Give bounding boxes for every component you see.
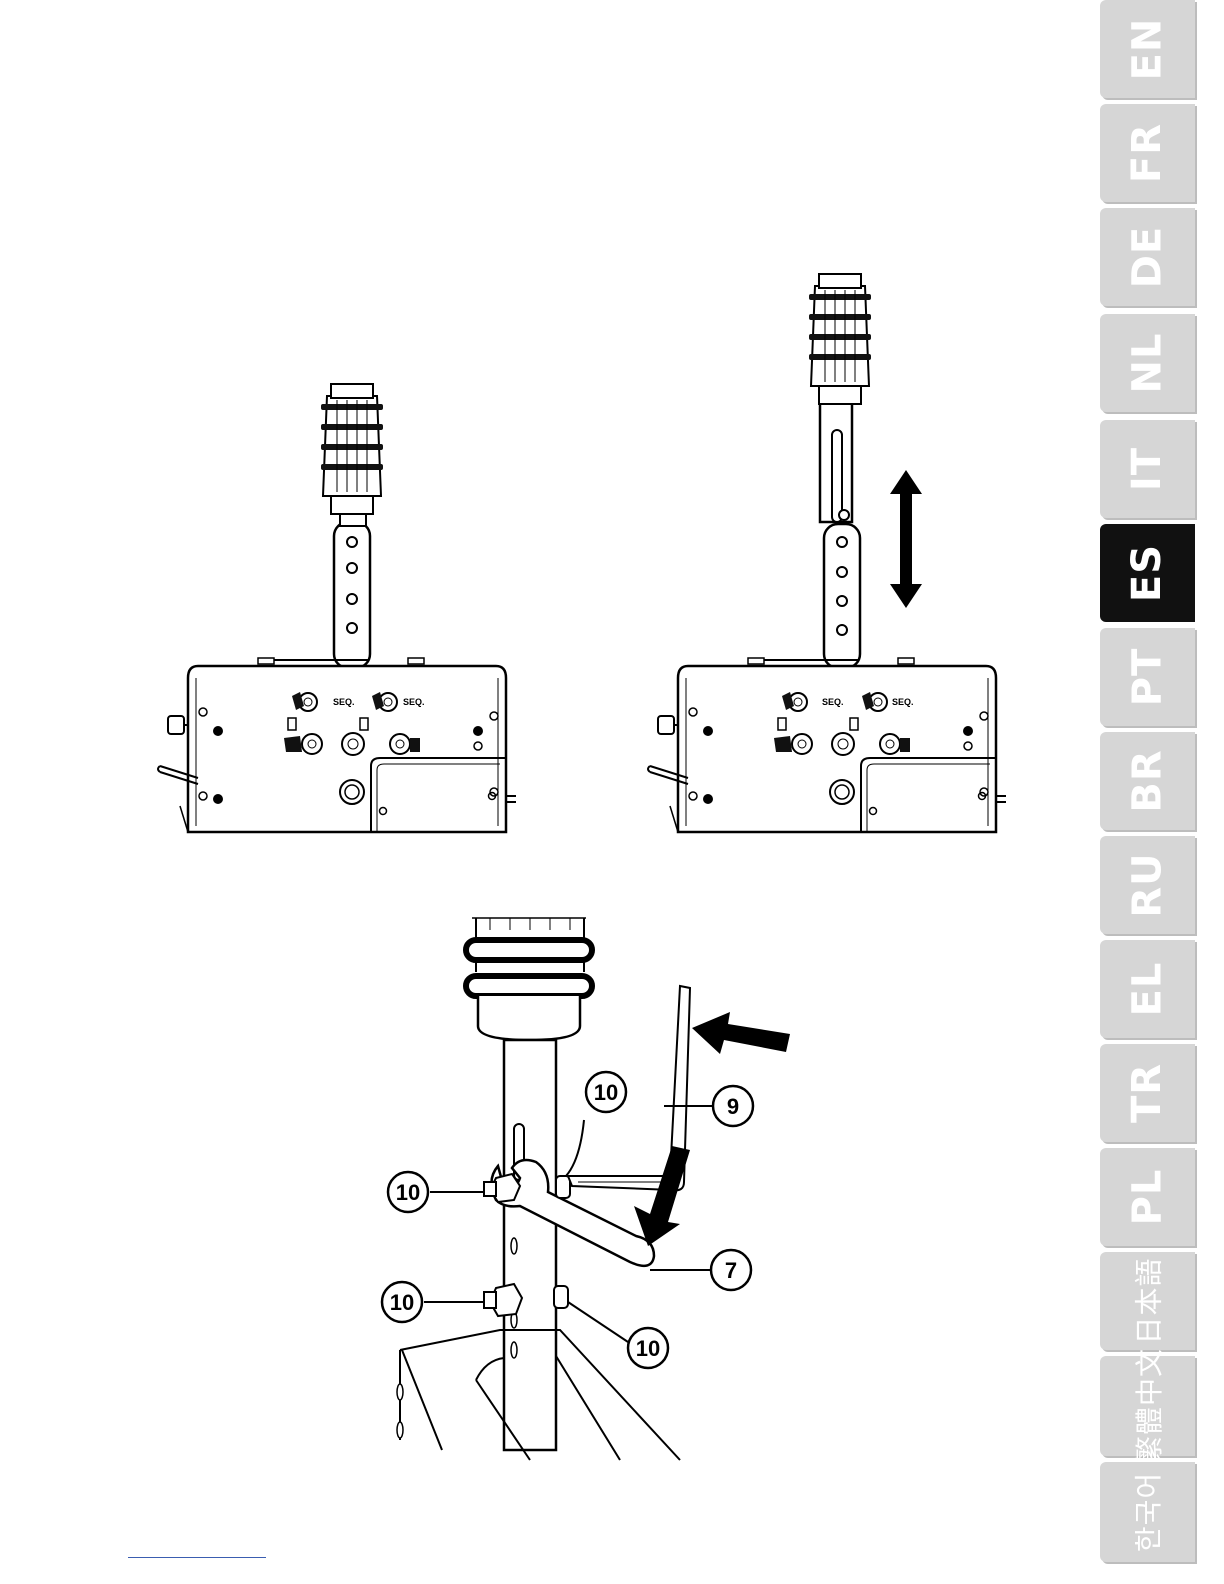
lang-tab-zh-hant[interactable]: 繁體中文 xyxy=(1100,1356,1195,1456)
seq-label: SEQ. xyxy=(892,697,914,707)
lang-tab-el[interactable]: EL xyxy=(1100,940,1195,1038)
seq-label: SEQ. xyxy=(822,697,844,707)
lang-tab-ru[interactable]: RU xyxy=(1100,836,1195,934)
seq-label: SEQ. xyxy=(333,697,355,707)
callout-lower-bolt: 10 xyxy=(628,1328,668,1368)
lang-tab-pl[interactable]: PL xyxy=(1100,1148,1195,1246)
lang-tab-pt[interactable]: PT xyxy=(1100,628,1195,726)
shifter-right: SEQ. SEQ. xyxy=(648,274,1006,832)
detail-view xyxy=(397,918,790,1460)
language-tabs: EN FR DE NL IT ES PT BR RU EL TR PL 日本語 … xyxy=(1100,0,1196,1584)
svg-text:7: 7 xyxy=(725,1258,737,1283)
seq-label: SEQ. xyxy=(403,697,425,707)
lang-tab-fr[interactable]: FR xyxy=(1100,104,1195,202)
svg-text:10: 10 xyxy=(390,1290,414,1315)
adjust-height-arrow xyxy=(890,470,922,608)
callout-allen-key: 9 xyxy=(713,1086,753,1126)
lang-tab-es[interactable]: ES xyxy=(1100,524,1195,622)
callout-lower-nut: 10 xyxy=(382,1282,422,1322)
lang-tab-en[interactable]: EN xyxy=(1100,0,1195,98)
svg-text:10: 10 xyxy=(396,1180,420,1205)
callout-wrench: 7 xyxy=(711,1250,751,1290)
svg-text:10: 10 xyxy=(636,1336,660,1361)
installation-illustration: SEQ. SEQ. SEQ. SEQ. xyxy=(0,0,1090,1584)
footer-rule xyxy=(128,1557,266,1558)
svg-text:9: 9 xyxy=(727,1094,739,1119)
lang-tab-br[interactable]: BR xyxy=(1100,732,1195,830)
lang-tab-de[interactable]: DE xyxy=(1100,208,1195,306)
shifter-left: SEQ. SEQ. xyxy=(158,384,516,832)
callout-wrench-bolt: 10 xyxy=(388,1172,428,1212)
lang-tab-tr[interactable]: TR xyxy=(1100,1044,1195,1142)
callout-wrench-upper-nut: 10 xyxy=(586,1072,626,1112)
lang-tab-nl[interactable]: NL xyxy=(1100,314,1195,412)
lang-tab-ja[interactable]: 日本語 xyxy=(1100,1252,1195,1350)
lang-tab-ko[interactable]: 한국어 xyxy=(1100,1462,1195,1562)
lang-tab-it[interactable]: IT xyxy=(1100,420,1195,518)
svg-text:10: 10 xyxy=(594,1080,618,1105)
